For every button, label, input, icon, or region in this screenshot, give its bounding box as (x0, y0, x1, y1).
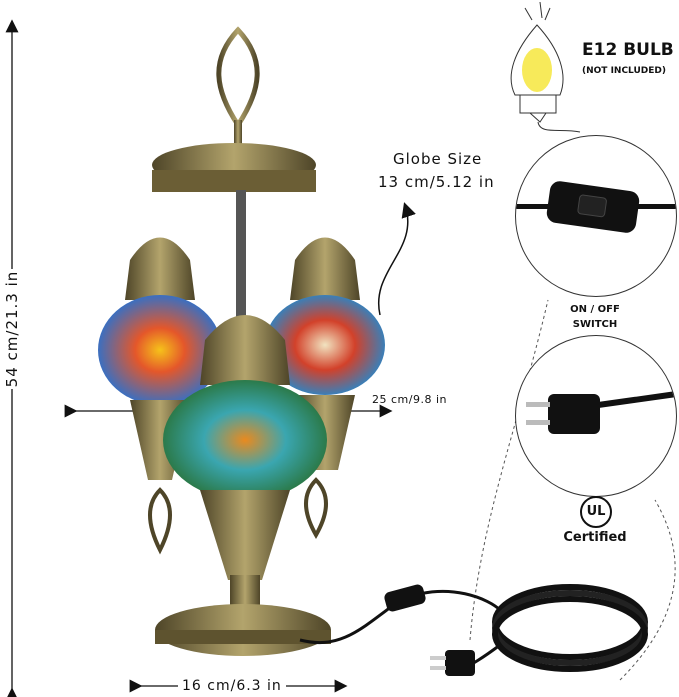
mosaic-lamp (98, 26, 385, 656)
bulb-note: (NOT INCLUDED) (582, 66, 666, 76)
ul-logo: UL (580, 496, 612, 528)
plug-detail-circle (515, 335, 677, 497)
height-label: 54 cm/21.3 in (3, 269, 21, 389)
bulb-icon (510, 1, 581, 133)
inline-switch (384, 584, 426, 612)
globe-size-value: 13 cm/5.12 in (378, 173, 495, 191)
certified-label: Certified (563, 530, 627, 545)
total-width-label: 25 cm/9.8 in (372, 393, 447, 406)
base-width-label: 16 cm/6.3 in (178, 678, 286, 694)
switch-icon (545, 179, 641, 235)
switch-detail-circle (515, 135, 677, 297)
globe-size-pointer (377, 202, 416, 316)
plug-icon (526, 394, 600, 434)
switch-label-1: ON / OFF (570, 304, 620, 315)
bulb-title: E12 BULB (582, 40, 674, 60)
globe-size-title: Globe Size (393, 150, 483, 168)
switch-label-2: SWITCH (572, 319, 618, 330)
power-cord (299, 584, 648, 676)
